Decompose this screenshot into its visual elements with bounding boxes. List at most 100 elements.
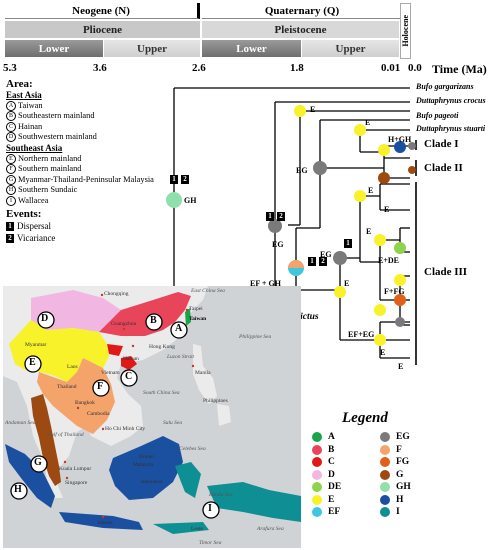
area-group-southeast-asia: Southeast Asia: [6, 142, 63, 153]
legend-label: DE: [328, 482, 342, 493]
map-sea-label: Luzon Strait: [167, 354, 195, 360]
map-label: Hainan: [123, 356, 139, 362]
taxon-bufo-pageoti: Bufo pageoti: [416, 111, 459, 120]
node-h: [394, 141, 406, 153]
legend-item-gh: GH: [380, 481, 442, 494]
tick-0-0: 0.0: [408, 62, 422, 74]
legend-swatch: [380, 494, 390, 505]
legend-label: A: [328, 432, 335, 443]
map-region-b: B: [150, 315, 157, 326]
stage-lower-pleistocene: Lower: [202, 40, 301, 57]
legend-label: FG: [396, 457, 410, 468]
event-badge: 1: [170, 175, 178, 184]
map-label: Thailand: [57, 384, 77, 390]
stage-upper-pleistocene: Upper: [302, 40, 399, 57]
legend-swatch: [312, 507, 322, 518]
legend-label: EF: [328, 507, 341, 518]
legend-label: H: [396, 494, 404, 505]
node-label: EG: [296, 166, 308, 175]
map-label: Ho Chi Minh City: [105, 426, 146, 432]
map-label: Myanmar: [25, 342, 47, 348]
legend-item-de: DE: [312, 481, 374, 494]
legend-label: E: [328, 494, 335, 505]
legend-item-c: C: [312, 456, 374, 469]
map-sea-label: Sulu Sea: [163, 420, 183, 426]
era-quaternary: Quaternary (Q): [202, 3, 402, 19]
map-sea-label: Arafura Sea: [257, 526, 284, 532]
node-label: H+GH: [388, 135, 412, 144]
node-eg-2: [268, 219, 282, 233]
node-e-9: [374, 334, 386, 346]
node-e-8: [334, 286, 346, 298]
map-region-i: I: [208, 503, 212, 514]
legend-swatch: [312, 469, 322, 480]
map-label: Brunei: [139, 454, 154, 460]
stage-lower-pliocene: Lower: [5, 40, 103, 57]
legend-item-d: D: [312, 469, 374, 482]
epoch-pleistocene: Pleistocene: [202, 21, 399, 38]
node-label: E: [366, 227, 372, 236]
legend-swatch: [380, 482, 390, 493]
map-label: Taiwan: [189, 316, 207, 322]
map-label: Manila: [195, 370, 211, 376]
node-gh: [166, 192, 182, 208]
legend-item-i: I: [380, 506, 442, 519]
era-neogene: Neogene (N): [5, 3, 200, 19]
node-e-2: [354, 124, 366, 136]
legend-swatch: [380, 469, 390, 480]
tick-5-3: 5.3: [3, 62, 17, 74]
legend-item-fg: FG: [380, 456, 442, 469]
tick-1-8: 1.8: [290, 62, 304, 74]
map-sea-label: Banda Sea: [209, 492, 233, 498]
node-e-4: [354, 190, 366, 202]
tick-2-6: 2.6: [192, 62, 206, 74]
map-sea-label: Andaman Sea: [5, 420, 36, 426]
phylogeny-tree: [166, 87, 417, 365]
legend-label: GH: [396, 482, 411, 493]
event-badge: 2: [181, 175, 189, 184]
legend-swatch: [380, 457, 390, 468]
legend-swatch: [380, 507, 390, 518]
map-label: Taipei: [189, 306, 203, 312]
node-label: E: [384, 205, 390, 214]
node-e-6: [394, 274, 406, 286]
legend-label: C: [328, 457, 335, 468]
map-region-a: A: [175, 323, 183, 334]
legend-item-a: A: [312, 431, 374, 444]
map-label: Indonesia: [141, 479, 163, 485]
node-e-5: [374, 234, 386, 246]
legend-item-e: E: [312, 494, 374, 507]
map-label: Bangkok: [75, 400, 95, 406]
time-axis-label: Time (Ma): [432, 62, 487, 76]
node-label: EG: [320, 250, 332, 259]
node-eg-1: [313, 161, 327, 175]
legend-label: D: [328, 469, 335, 480]
node-label: E: [398, 362, 404, 371]
event-badge: 2: [277, 212, 285, 221]
legend-swatch: [312, 494, 322, 505]
map-sea-label: Timor Sea: [199, 540, 222, 546]
node-label: F+FG: [384, 287, 405, 296]
map-label: Malaysia: [133, 462, 154, 468]
node-label: GH: [184, 196, 197, 205]
area-group-east-asia: East Asia: [6, 90, 42, 100]
map-label: Guangzhou: [111, 321, 137, 327]
legend-swatch: [380, 432, 390, 443]
node-de: [394, 242, 406, 254]
node-label: E: [368, 186, 374, 195]
legend-item-h: H: [380, 494, 442, 507]
map-svg: [3, 286, 301, 534]
legend-swatch: [312, 482, 322, 493]
map-region-h: H: [14, 484, 22, 495]
map-label: Jakarta: [97, 520, 113, 526]
node-eg-4: [395, 317, 405, 327]
tick-0-01: 0.01: [381, 62, 401, 74]
